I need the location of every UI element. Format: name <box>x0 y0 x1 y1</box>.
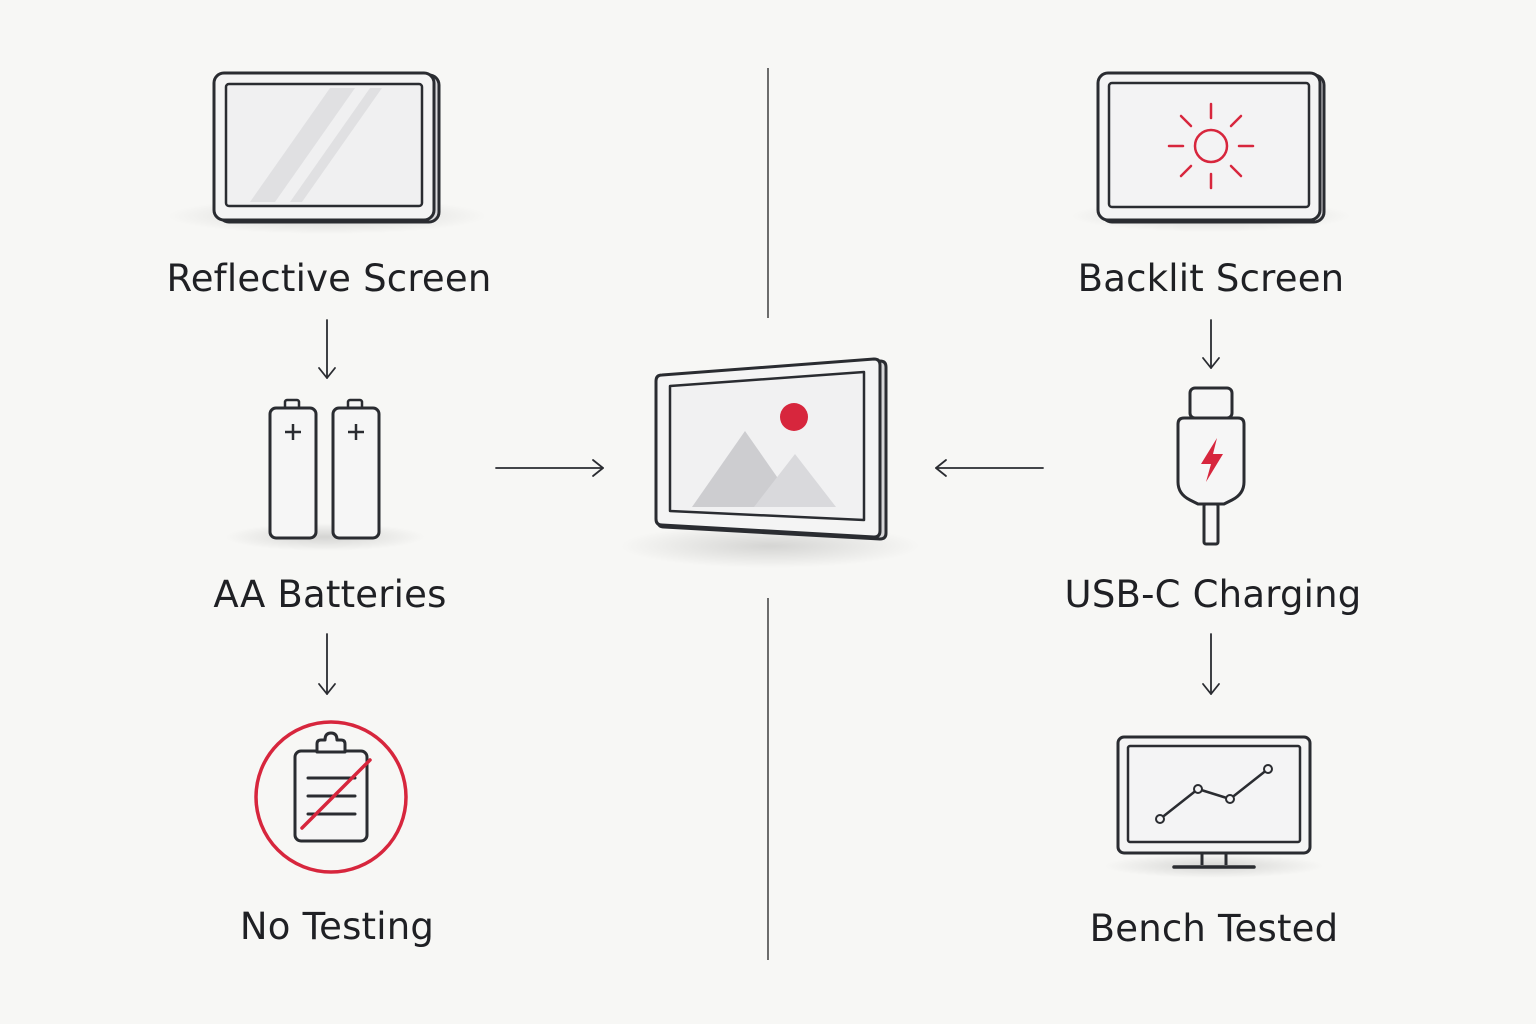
photo-frame-display-icon <box>652 355 892 545</box>
usb-c-charging-icon <box>1170 386 1252 551</box>
no-testing-icon <box>252 718 410 876</box>
backlit-screen-label: Backlit Screen <box>1077 257 1345 300</box>
aa-batteries-icon <box>262 398 392 543</box>
bench-tested-monitor-icon <box>1114 733 1314 873</box>
backlit-screen-icon <box>1094 70 1329 230</box>
reflective-screen-icon <box>210 70 445 230</box>
down-arrow-icon <box>1202 633 1220 695</box>
right-arrow-icon <box>495 459 604 477</box>
usb-c-charging-label: USB-C Charging <box>1064 573 1362 616</box>
no-testing-label: No Testing <box>239 905 435 948</box>
down-arrow-icon <box>318 319 336 379</box>
left-arrow-icon <box>935 459 1044 477</box>
down-arrow-icon <box>1202 319 1220 369</box>
aa-batteries-label: AA Batteries <box>213 573 447 616</box>
reflective-screen-label: Reflective Screen <box>166 257 492 300</box>
down-arrow-icon <box>318 633 336 695</box>
bench-tested-label: Bench Tested <box>1089 907 1339 950</box>
